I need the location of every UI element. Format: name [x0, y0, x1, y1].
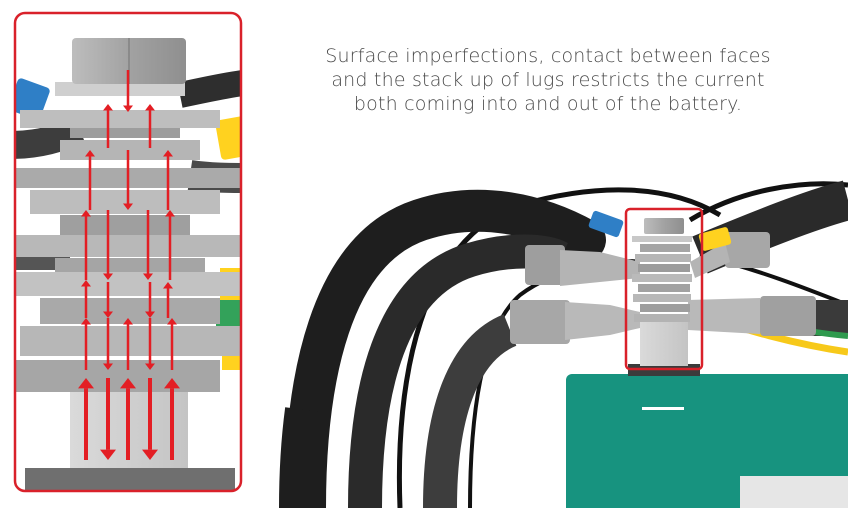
- thin-wire-3: [688, 181, 848, 223]
- lug-barrel-right-top: [725, 232, 770, 268]
- current-arrow-head: [164, 378, 180, 389]
- battery-scene: [279, 180, 848, 508]
- current-arrow-head: [163, 282, 173, 289]
- caption: Surface imperfections, contact between f…: [268, 44, 828, 116]
- blue-lug: [588, 210, 624, 238]
- current-arrow-head: [123, 203, 133, 210]
- current-arrow-head: [103, 104, 113, 111]
- current-arrow-head: [103, 273, 113, 280]
- zoom-blue-lug: [15, 78, 50, 120]
- current-arrow-head: [165, 210, 175, 217]
- lug-barrel-left-top: [525, 245, 565, 285]
- lug-barrel-left-bottom: [510, 300, 570, 344]
- zoom-yellow-lug: [215, 116, 241, 160]
- zoom-panel: [13, 11, 243, 493]
- current-arrow-head: [81, 280, 91, 287]
- yellow-lug: [698, 227, 732, 251]
- bolt-head-icon: [644, 218, 684, 234]
- lug-tongue-right-bottom: [688, 298, 760, 334]
- lug-tongue-left-bottom: [565, 302, 640, 340]
- current-arrows: [78, 70, 180, 460]
- current-arrow-head: [167, 318, 177, 325]
- current-arrow-head: [145, 104, 155, 111]
- current-arrow-head: [100, 449, 116, 460]
- lug-tongue-right-top: [690, 242, 730, 278]
- current-arrow-head: [163, 150, 173, 157]
- current-arrow-head: [143, 273, 153, 280]
- zoom-terminal-base: [25, 468, 235, 491]
- battery-label: [740, 476, 848, 508]
- lug-tongue-left-top: [560, 250, 640, 286]
- caption-line-3: both coming into and out of the battery.: [353, 93, 743, 115]
- black-cable-left-foot: [279, 407, 327, 508]
- dark-grey-cable: [423, 314, 518, 508]
- lug-barrel-right-bottom: [760, 296, 816, 336]
- current-arrow-head: [78, 378, 94, 389]
- lug-stack-icon: [632, 218, 692, 322]
- zoom-green-lug: [216, 300, 241, 330]
- current-arrow-head: [142, 449, 158, 460]
- current-arrow-head: [85, 150, 95, 157]
- current-arrow-head: [145, 363, 155, 370]
- terminal-highlight-box: [624, 207, 704, 371]
- terminal-post: [640, 320, 688, 366]
- current-arrow-head: [145, 311, 155, 318]
- zoom-highlight-box: [13, 11, 243, 493]
- current-arrow-head: [103, 363, 113, 370]
- current-arrow-head: [81, 318, 91, 325]
- battery-minus-sign: [642, 407, 684, 410]
- current-arrow-head: [120, 378, 136, 389]
- current-arrow-head: [81, 210, 91, 217]
- caption-line-1: Surface imperfections, contact between f…: [325, 45, 771, 67]
- zoom-cable-right-top: [177, 69, 241, 108]
- caption-line-2: and the stack up of lugs restricts the c…: [331, 69, 765, 91]
- zoom-lug-stack: [15, 82, 240, 392]
- current-arrow-head: [123, 318, 133, 325]
- black-cable-left: [284, 189, 606, 508]
- current-arrow-head: [103, 311, 113, 318]
- battery-body: [566, 374, 848, 508]
- current-arrow-head: [123, 105, 133, 112]
